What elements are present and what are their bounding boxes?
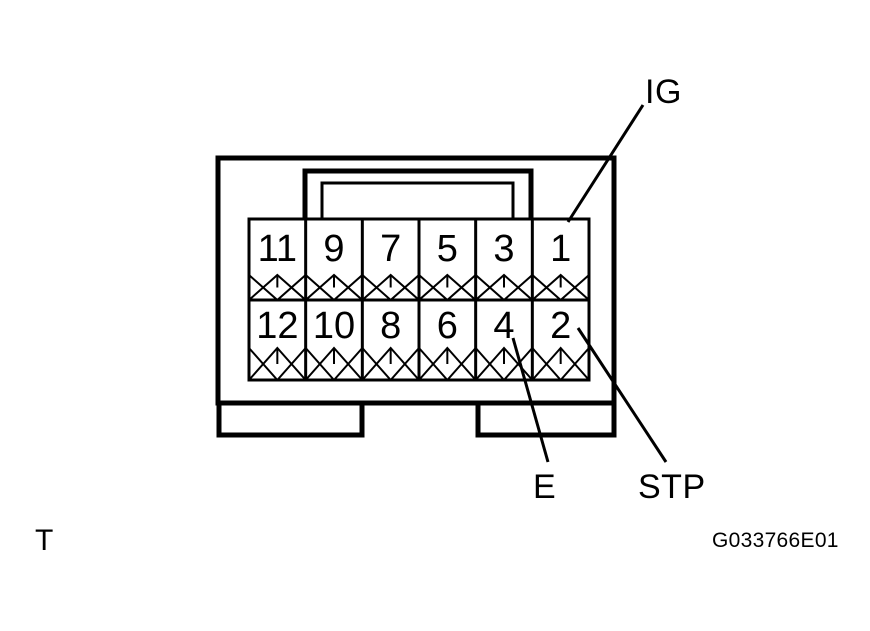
corner-marker: T [35, 524, 54, 557]
connector-foot-1 [216, 400, 365, 438]
pin-label-3: 3 [493, 228, 515, 270]
pin-label-11: 11 [257, 228, 298, 270]
row2-chevrons-zigzag-down [248, 346, 590, 382]
latch-tab-outer [302, 168, 534, 219]
callout-label-e: E [533, 468, 557, 506]
pin-label-5: 5 [436, 228, 458, 270]
callout-leader-stp [576, 327, 668, 463]
pin-label-1: 1 [550, 228, 572, 270]
connector-geometry [215, 104, 668, 463]
part-number: G033766E01 [712, 529, 839, 552]
callout-label-ig: IG [645, 73, 682, 111]
pin-label-9: 9 [323, 228, 345, 270]
callout-label-stp: STP [638, 468, 706, 506]
row1-chevrons-zigzag-down [248, 273, 590, 302]
callout-leader-e [511, 337, 550, 463]
pin-label-7: 7 [380, 228, 402, 270]
callout-leader-ig [566, 104, 645, 223]
pin-label-4: 4 [493, 305, 515, 347]
pin-label-12: 12 [256, 305, 299, 347]
connector-foot-2 [475, 400, 617, 438]
pin-label-8: 8 [380, 305, 402, 347]
latch-tab-inner [320, 181, 515, 219]
pin-label-10: 10 [312, 305, 356, 347]
row2-chevrons-zigzag-up [248, 346, 590, 382]
row1-chevrons-zigzag-up [248, 273, 590, 302]
pin-label-2: 2 [550, 305, 572, 347]
pin-label-6: 6 [436, 305, 458, 347]
